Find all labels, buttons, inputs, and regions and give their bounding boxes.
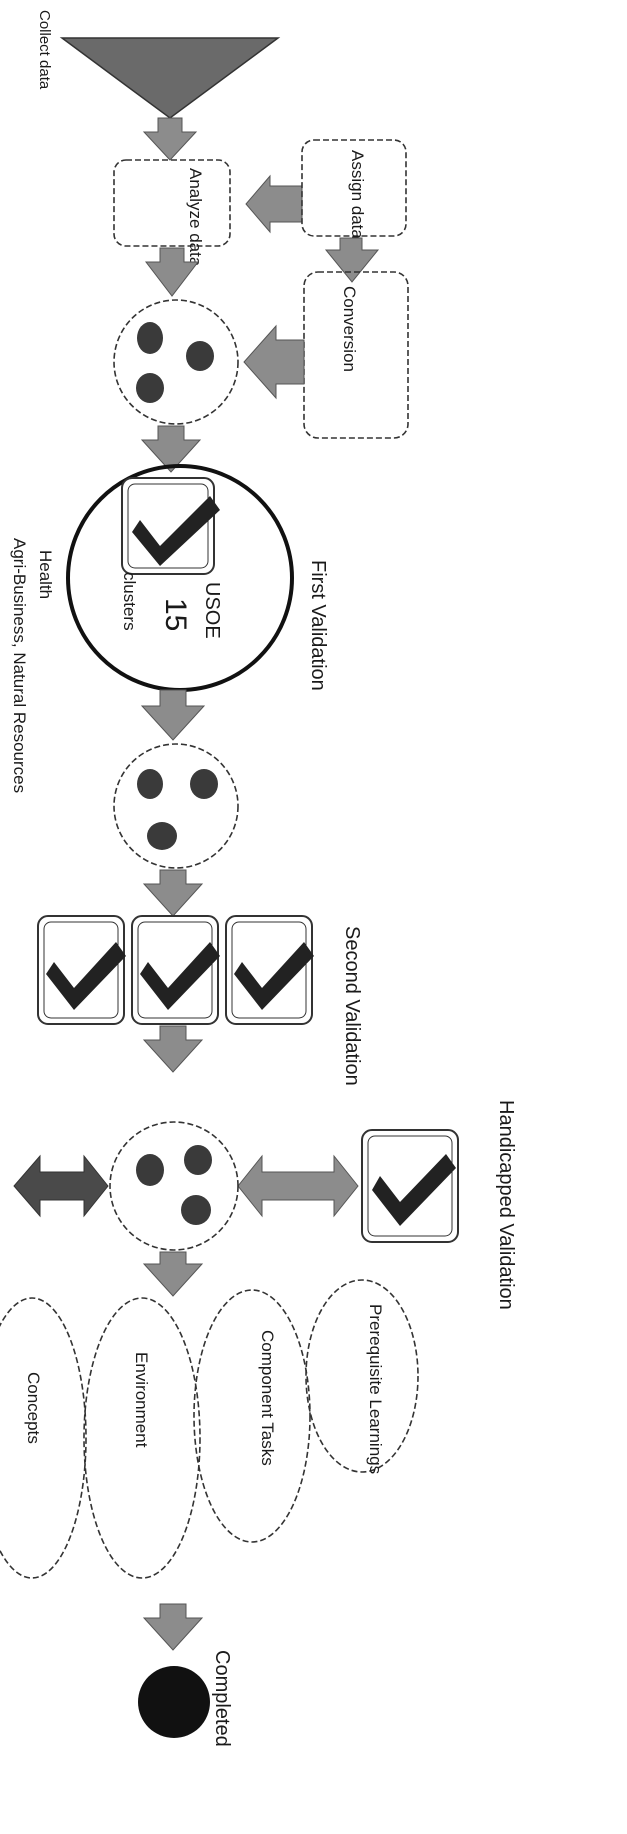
cluster-circle-3 bbox=[109, 1121, 239, 1251]
check-mark-icon bbox=[234, 942, 314, 1010]
cluster-blob bbox=[137, 769, 163, 799]
first-validation-label: First Validation bbox=[307, 560, 329, 691]
arrow-second-validation-to-circle3 bbox=[142, 1025, 204, 1073]
component-tasks-label: Component Tasks bbox=[258, 1330, 277, 1466]
arrow-first-validation-to-circle2 bbox=[140, 689, 206, 741]
second-validation-box-2 bbox=[131, 915, 219, 1025]
analyze-data-box bbox=[113, 159, 231, 247]
assign-data-label: Assign data bbox=[348, 150, 367, 239]
check-mark-icon bbox=[372, 1154, 456, 1226]
completed-label: Completed bbox=[211, 1650, 233, 1747]
cluster-blob bbox=[184, 1145, 212, 1175]
arrow-conversion-to-circle1 bbox=[243, 324, 305, 400]
arrow-circle3-left bbox=[13, 1154, 109, 1218]
second-validation-box-3-inner bbox=[231, 921, 307, 1019]
second-validation-box-1-inner bbox=[43, 921, 119, 1019]
arrow-circle1-to-first-validation bbox=[140, 425, 202, 473]
assign-data-box bbox=[301, 139, 407, 237]
cluster-circle-1 bbox=[113, 299, 239, 425]
second-validation-label: Second Validation bbox=[341, 926, 363, 1086]
arrow-handicapped-to-circle3 bbox=[237, 1154, 359, 1218]
analyze-data-label: Analyze data bbox=[186, 168, 205, 267]
cluster-circle-2 bbox=[113, 743, 239, 869]
cluster-blob bbox=[137, 322, 163, 354]
arrow-collect-to-analyze bbox=[142, 117, 198, 161]
handicapped-validation-label: Handicapped Validation bbox=[495, 1100, 517, 1310]
arrow-analyze-to-circle1 bbox=[144, 247, 200, 297]
environment-label: Environment bbox=[132, 1352, 151, 1448]
collect-data-triangle bbox=[59, 37, 281, 119]
concepts-ellipse bbox=[0, 1297, 87, 1579]
completed-dot bbox=[138, 1666, 210, 1738]
component-tasks-ellipse bbox=[193, 1289, 311, 1543]
conversion-label: Conversion bbox=[340, 286, 359, 372]
cluster-blob bbox=[186, 341, 214, 371]
check-mark-icon bbox=[132, 496, 220, 566]
first-validation-check-box-inner bbox=[127, 483, 209, 569]
arrow-assign-to-conversion bbox=[324, 237, 380, 283]
handicapped-validation-box bbox=[361, 1129, 459, 1243]
agri-business-label: Agri-Business, Natural Resources bbox=[10, 538, 29, 793]
arrow-circle3-to-outputs bbox=[142, 1251, 204, 1297]
prerequisite-learnings-label: Prerequisite Learnings bbox=[366, 1304, 385, 1474]
collect-data-label: Collect data bbox=[36, 10, 53, 90]
arrow-circle2-to-second-validation bbox=[142, 869, 204, 917]
second-validation-boxes bbox=[37, 915, 314, 1025]
second-validation-box-2-inner bbox=[137, 921, 213, 1019]
second-validation-box-1 bbox=[37, 915, 125, 1025]
check-mark-icon bbox=[46, 942, 126, 1010]
arrow-assign-to-analyze bbox=[245, 174, 303, 234]
prerequisite-learnings-ellipse bbox=[305, 1279, 419, 1473]
fifteen-label: 15 bbox=[159, 598, 192, 631]
second-validation-box-3 bbox=[225, 915, 313, 1025]
cluster-blob bbox=[147, 822, 177, 850]
arrow-to-completed bbox=[142, 1603, 204, 1651]
handicapped-validation-box-inner bbox=[367, 1135, 453, 1237]
cluster-blob bbox=[136, 373, 164, 403]
environment-ellipse bbox=[83, 1297, 201, 1579]
clusters-label: clusters bbox=[120, 572, 139, 631]
cluster-blob bbox=[190, 769, 218, 799]
usoe-label: USOE bbox=[201, 582, 223, 639]
health-label: Health bbox=[36, 550, 55, 599]
check-mark-icon bbox=[140, 942, 220, 1010]
concepts-label: Concepts bbox=[24, 1372, 43, 1444]
cluster-blob bbox=[181, 1195, 211, 1225]
first-validation-check-box bbox=[121, 477, 215, 575]
cluster-blob bbox=[136, 1154, 164, 1186]
